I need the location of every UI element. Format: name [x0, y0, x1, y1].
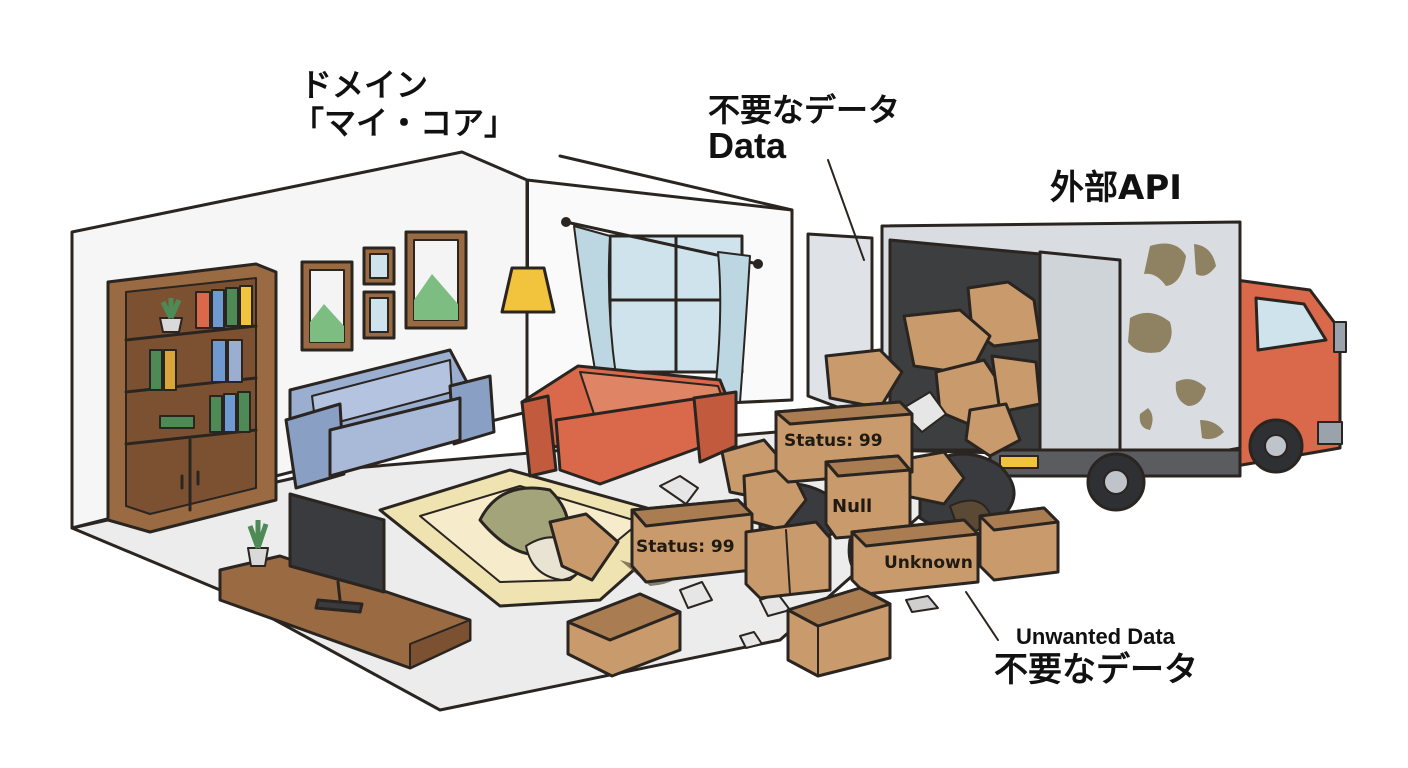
- window: [561, 217, 763, 403]
- unwanted-data-label: Unwanted Data 不要なデータ: [994, 624, 1198, 690]
- room-top-edge-right: [558, 154, 794, 212]
- domain-label-line2: 「マイ・コア」: [292, 104, 517, 142]
- box-status-lower: Status: 99: [630, 498, 754, 584]
- blue-sofa: [284, 348, 496, 490]
- box-unknown: Unknown: [850, 518, 980, 596]
- truck-door-right: [1038, 250, 1122, 472]
- unneeded-data-label-jp: 不要なデータ: [708, 91, 901, 129]
- unneeded-data-label-en: Data: [708, 125, 787, 166]
- truck-wheels: [1086, 418, 1304, 512]
- red-sofa: [520, 364, 738, 486]
- tv-stand: [218, 492, 472, 670]
- unwanted-data-label-en: Unwanted Data: [1016, 624, 1175, 649]
- tv: [288, 492, 386, 594]
- leader-lines: [827, 159, 999, 641]
- domain-label-line1: ドメイン: [300, 66, 429, 104]
- box-null: Null: [824, 454, 912, 540]
- box-unknown-label: Unknown: [884, 553, 973, 573]
- unwanted-data-label-jp: 不要なデータ: [994, 650, 1198, 690]
- external-api-label: 外部API: [1050, 168, 1182, 208]
- domain-label: ドメイン 「マイ・コア」: [292, 66, 516, 142]
- unneeded-data-label: 不要なデータ Data: [708, 92, 900, 164]
- junk-pile: Status: 99 Null Status: 99 Unknown: [478, 280, 1060, 678]
- picture-frames: [300, 230, 468, 352]
- truck-stains: [1128, 243, 1224, 440]
- box-status-lower-label: Status: 99: [636, 537, 735, 557]
- box-status-upper-label: Status: 99: [784, 431, 883, 451]
- box-null-label: Null: [832, 496, 872, 517]
- bookshelf: [106, 262, 278, 534]
- lamp: [500, 179, 556, 314]
